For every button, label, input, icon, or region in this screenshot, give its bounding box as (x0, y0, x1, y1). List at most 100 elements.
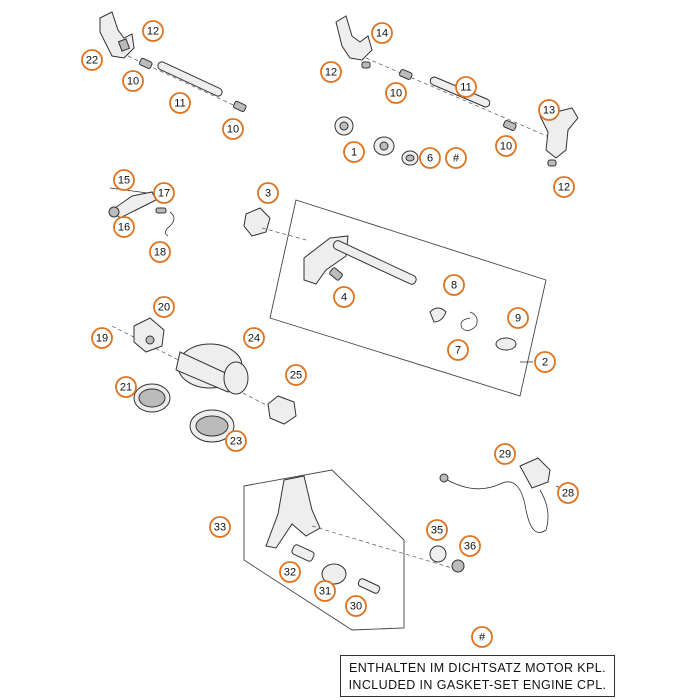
callout-c23: 23 (225, 430, 247, 452)
callout-c36: 36 (459, 535, 481, 557)
callout-c21: 21 (115, 376, 137, 398)
callout-circle (371, 22, 393, 44)
callout-c7: 7 (447, 339, 469, 361)
callout-circle (320, 61, 342, 83)
note-line-english: INCLUDED IN GASKET-SET ENGINE CPL. (348, 678, 607, 692)
callout-label: 13 (543, 105, 555, 117)
callout-circle (445, 147, 467, 169)
callout-c10d: 10 (495, 135, 517, 157)
callout-circle (113, 169, 135, 191)
callout-circle (153, 296, 175, 318)
callout-c18: 18 (149, 241, 171, 263)
callout-label: 14 (376, 28, 388, 40)
callout-c2: 2 (534, 351, 556, 373)
callout-circle (209, 516, 231, 538)
callout-circle (494, 443, 516, 465)
callout-circle (426, 519, 448, 541)
callout-c13: 13 (538, 99, 560, 121)
callout-c9: 9 (507, 307, 529, 329)
callout-circle (91, 327, 113, 349)
callout-c12c: 12 (553, 176, 575, 198)
callout-circle (557, 482, 579, 504)
callout-label: 29 (499, 449, 511, 461)
callout-label: 2 (542, 357, 548, 369)
callout-label: 19 (96, 333, 108, 345)
callout-c22: 22 (81, 49, 103, 71)
callout-circle (314, 580, 336, 602)
callout-circle (115, 376, 137, 398)
callout-label: 11 (460, 82, 471, 94)
callout-circle (153, 182, 175, 204)
callout-layer: 1234678910101010111112121213141516171819… (81, 20, 579, 648)
shift-shaft-assembly (243, 199, 547, 397)
callout-c35: 35 (426, 519, 448, 541)
callout-circle (447, 339, 469, 361)
callout-label: 21 (120, 382, 132, 394)
callout-c19: 19 (91, 327, 113, 349)
callout-c17: 17 (153, 182, 175, 204)
callout-c8: 8 (443, 274, 465, 296)
callout-circle (495, 135, 517, 157)
bearing-group (334, 116, 419, 166)
callout-circle (343, 141, 365, 163)
callout-circle (419, 147, 441, 169)
callout-label: 20 (158, 302, 170, 314)
callout-label: 32 (284, 567, 296, 579)
callout-c10b: 10 (222, 118, 244, 140)
callout-circle (534, 351, 556, 373)
callout-c4: 4 (333, 286, 355, 308)
callout-circle (243, 327, 265, 349)
gear-position-sensor (439, 457, 571, 533)
shift-lever-assembly (243, 469, 465, 631)
callout-label: 28 (562, 488, 574, 500)
callout-label: 11 (174, 98, 185, 110)
callout-c10c: 10 (385, 82, 407, 104)
callout-circle (385, 82, 407, 104)
callout-label: 7 (455, 345, 461, 357)
shift-rod-left (127, 55, 247, 113)
callout-c31: 31 (314, 580, 336, 602)
callout-c20: 20 (153, 296, 175, 318)
callout-label: 12 (558, 182, 570, 194)
callout-label: 25 (290, 370, 302, 382)
gasket-set-note: ENTHALTEN IM DICHTSATZ MOTOR KPL. INCLUD… (340, 655, 615, 697)
callout-circle (333, 286, 355, 308)
callout-label: 33 (214, 522, 226, 534)
callout-c30: 30 (345, 595, 367, 617)
callout-circle (81, 49, 103, 71)
callout-c11b: 11 (455, 76, 477, 98)
callout-c15: 15 (113, 169, 135, 191)
callout-label: 23 (230, 436, 242, 448)
callout-label: 8 (451, 280, 457, 292)
callout-label: 36 (464, 541, 476, 553)
callout-circle (122, 70, 144, 92)
callout-c14: 14 (371, 22, 393, 44)
callout-c28: 28 (557, 482, 579, 504)
callout-circle (225, 430, 247, 452)
callout-label: 12 (325, 67, 337, 79)
callout-circle (553, 176, 575, 198)
callout-label: 10 (127, 76, 139, 88)
shift-fork-left (99, 11, 135, 59)
callout-circle (443, 274, 465, 296)
callout-circle (222, 118, 244, 140)
shift-fork-right-upper (335, 15, 373, 69)
callout-label: 12 (147, 26, 159, 38)
callout-circle (285, 364, 307, 386)
callout-circle (459, 535, 481, 557)
callout-circle (149, 241, 171, 263)
callout-label: 4 (341, 292, 347, 304)
callout-c6: 6 (419, 147, 441, 169)
callout-c32: 32 (279, 561, 301, 583)
callout-circle (257, 182, 279, 204)
callout-c12b: 12 (320, 61, 342, 83)
callout-chashB: # (471, 626, 493, 648)
note-line-german: ENTHALTEN IM DICHTSATZ MOTOR KPL. (349, 661, 606, 675)
callout-circle (455, 76, 477, 98)
callout-label: 18 (154, 247, 166, 259)
callout-label: 1 (351, 147, 357, 159)
callout-label: 35 (431, 525, 443, 537)
callout-label: # (453, 153, 460, 165)
callout-c12a: 12 (142, 20, 164, 42)
